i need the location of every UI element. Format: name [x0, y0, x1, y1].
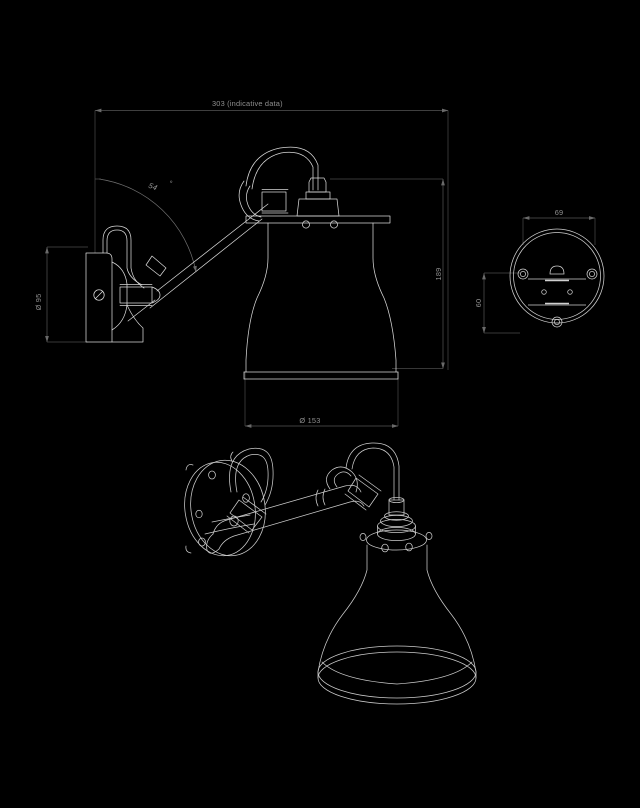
persp-head-cable-outer [345, 442, 400, 501]
plate-hole-left [517, 268, 529, 280]
persp-head-flange [366, 529, 427, 551]
mount-block-curve [111, 261, 128, 331]
side-elevation-geometry [85, 146, 399, 380]
persp-plate-screw-mid [195, 509, 203, 519]
persp-plate-line-b [211, 514, 251, 523]
persp-plate-line-a [204, 523, 255, 535]
head-cable-inner [251, 151, 314, 191]
persp-elbow-outer [326, 466, 358, 493]
persp-elbow-inner [333, 471, 352, 488]
persp-flange-screw-right [405, 542, 413, 552]
persp-arm-lower [218, 500, 365, 550]
wall-plate-profile [85, 252, 113, 343]
persp-elbow-clamp [347, 477, 379, 508]
head-flange [245, 215, 391, 224]
arm-tail-edge [127, 299, 156, 322]
mount-knuckle-bands [119, 284, 153, 306]
dim-arc-swivel-angle [98, 178, 197, 273]
persp-mount-clamp [229, 499, 263, 531]
arm-upper-edge [156, 203, 269, 292]
persp-cable-outer [229, 447, 274, 506]
back-plate-geometry [509, 228, 605, 328]
elbow-inner [246, 185, 262, 218]
wall-plate-screw [93, 289, 105, 301]
persp-arm-ring-left [315, 489, 319, 507]
persp-arm-end-cap [206, 533, 220, 554]
plate-hole-right-inner [589, 271, 595, 277]
persp-socket-base [377, 527, 416, 541]
plate-hole-left-inner [520, 271, 526, 277]
flange-screw-left [302, 220, 310, 229]
persp-shade-rim-sides [317, 671, 477, 679]
shade-rim-sides [243, 371, 399, 380]
persp-socket-neck-top [388, 497, 405, 503]
persp-cable-detail [230, 451, 234, 462]
plate-hole-right [586, 268, 598, 280]
head-cable-outer [245, 146, 319, 191]
persp-plate-screw-bottom [198, 537, 206, 547]
persp-shade-inner-lip [321, 661, 473, 685]
dim-text-degree-symbol: ° [167, 178, 173, 188]
cable-clamp [145, 255, 167, 277]
persp-arm-upper [212, 484, 362, 535]
elbow-knuckle-bands [261, 189, 289, 214]
persp-flange-screw-far-left [359, 533, 367, 541]
cable-outer [102, 225, 145, 289]
dim-text-swivel-angle: 54 [147, 181, 158, 193]
perspective-view-geometry [184, 442, 477, 705]
dim-text-overall-width: 303 (indicative data) [212, 99, 283, 108]
dim-text-overall-height: 189 [434, 268, 443, 281]
plate-hole-bottom [551, 316, 563, 328]
mount-knuckle-cap [151, 286, 161, 304]
persp-plate-front [190, 459, 266, 557]
elbow-outer [238, 180, 260, 222]
dim-text-plate-height: 60 [474, 299, 483, 308]
plate-bracket-dome [549, 265, 565, 275]
persp-elbow-clamp-bands [344, 474, 382, 511]
persp-plate-screw-top [208, 470, 216, 480]
persp-socket-ring-2 [380, 515, 413, 527]
elbow-knuckle-body [261, 191, 287, 212]
persp-cable-inner [235, 454, 269, 503]
shade-rim-band [243, 371, 399, 380]
persp-socket-neck [388, 499, 405, 516]
persp-flange-screw-left [381, 543, 389, 553]
dim-text-plate-width: 69 [555, 208, 564, 217]
shade-right-profile [372, 222, 397, 373]
persp-plate-screw-inner [242, 493, 250, 503]
plate-outer-circle [509, 228, 605, 324]
shade-left-profile [245, 222, 269, 373]
flange-screw-right [330, 220, 338, 229]
arm-lower-edge [149, 218, 263, 309]
persp-flange-screw-far-right [425, 532, 433, 540]
persp-arm-ring-right [322, 488, 326, 506]
plate-terminal-right [567, 289, 573, 295]
persp-shade-right [426, 544, 477, 673]
back-plate-dimensions [482, 216, 596, 334]
cable-inner [106, 229, 143, 286]
dim-text-shade-diameter: Ø 153 [299, 416, 320, 425]
side-elevation-dimensions [45, 108, 449, 428]
plate-terminal-left [541, 289, 547, 295]
dim-text-plate-diameter: Ø 95 [34, 294, 43, 311]
mount-block-lower [111, 304, 144, 343]
persp-plate-back [184, 461, 256, 557]
plate-hole-bottom-inner [554, 319, 560, 325]
persp-shade-left [317, 544, 368, 673]
persp-head-cable-inner [351, 447, 395, 501]
wall-plate-screw-slot [95, 291, 103, 299]
persp-socket-ring-1 [384, 511, 409, 521]
persp-plate-edge-ties [185, 464, 194, 554]
